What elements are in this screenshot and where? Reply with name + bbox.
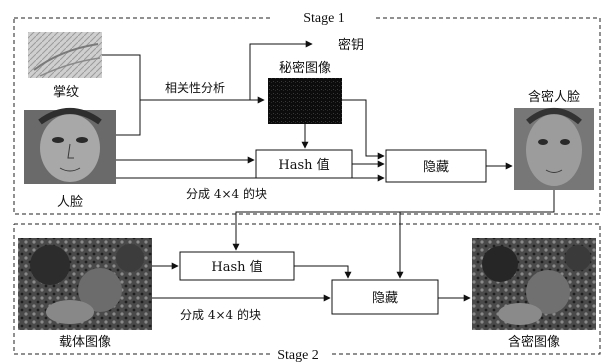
- stego-face-label: 含密人脸: [528, 89, 580, 105]
- blocks-label-2: 分成 4×4 的块: [180, 307, 261, 322]
- stage1-label: Stage 1: [303, 11, 345, 26]
- arrow-secret-to-hide: [342, 100, 384, 156]
- hash-box-1: Hash 值: [256, 150, 352, 178]
- hide-box-2: 隐藏: [332, 280, 438, 314]
- stego-image-label: 含密图像: [508, 334, 560, 350]
- blocks-label-1: 分成 4×4 的块: [186, 186, 267, 201]
- carrier-label: 载体图像: [59, 335, 111, 350]
- hash-box-2-label: Hash 值: [211, 259, 262, 275]
- hide-box-1-label: 隐藏: [423, 160, 449, 175]
- secret-image-label: 秘密图像: [279, 60, 331, 76]
- stego-image: [472, 238, 596, 330]
- key-label: 密钥: [338, 37, 364, 53]
- carrier-image: [18, 238, 152, 330]
- hide-box-1: 隐藏: [386, 150, 486, 182]
- palmprint-label: 掌纹: [53, 85, 79, 100]
- secret-image: [268, 78, 342, 124]
- hide-box-2-label: 隐藏: [372, 291, 398, 306]
- arrow-hash2-to-hide2: [294, 266, 348, 278]
- arrow-face-to-correlation: [116, 100, 140, 135]
- palmprint-image: [28, 32, 102, 78]
- hash-box-1-label: Hash 值: [278, 157, 329, 173]
- stego-face-image: [514, 108, 594, 190]
- face-label: 人脸: [57, 195, 83, 210]
- correlation-label: 相关性分析: [165, 81, 225, 95]
- hash-box-2: Hash 值: [180, 252, 294, 280]
- face-image: [24, 110, 116, 184]
- stage2-label: Stage 2: [277, 348, 319, 362]
